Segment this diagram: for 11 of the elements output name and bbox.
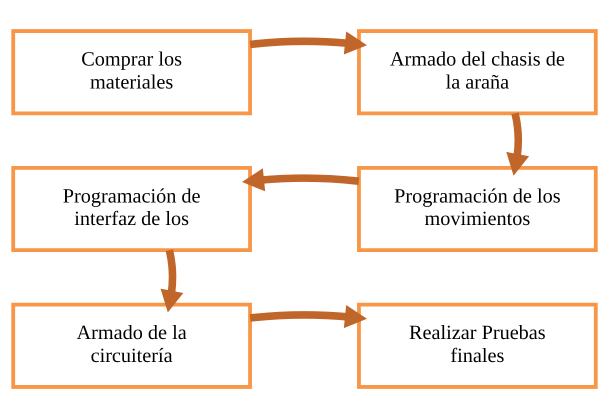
node-box: Comprar los materiales <box>11 29 252 116</box>
node-box: Armado de la circuitería <box>11 302 252 389</box>
arrow <box>250 305 367 328</box>
arrow <box>160 249 184 313</box>
node-box: Programación de interfaz de los <box>11 166 252 252</box>
arrow <box>242 168 360 192</box>
arrow <box>250 31 367 55</box>
node-box: Programación de los movimientos <box>357 166 598 252</box>
arrow <box>506 112 530 176</box>
node-box: Armado del chasis de la araña <box>357 29 598 116</box>
node-box: Realizar Pruebas finales <box>357 302 598 389</box>
